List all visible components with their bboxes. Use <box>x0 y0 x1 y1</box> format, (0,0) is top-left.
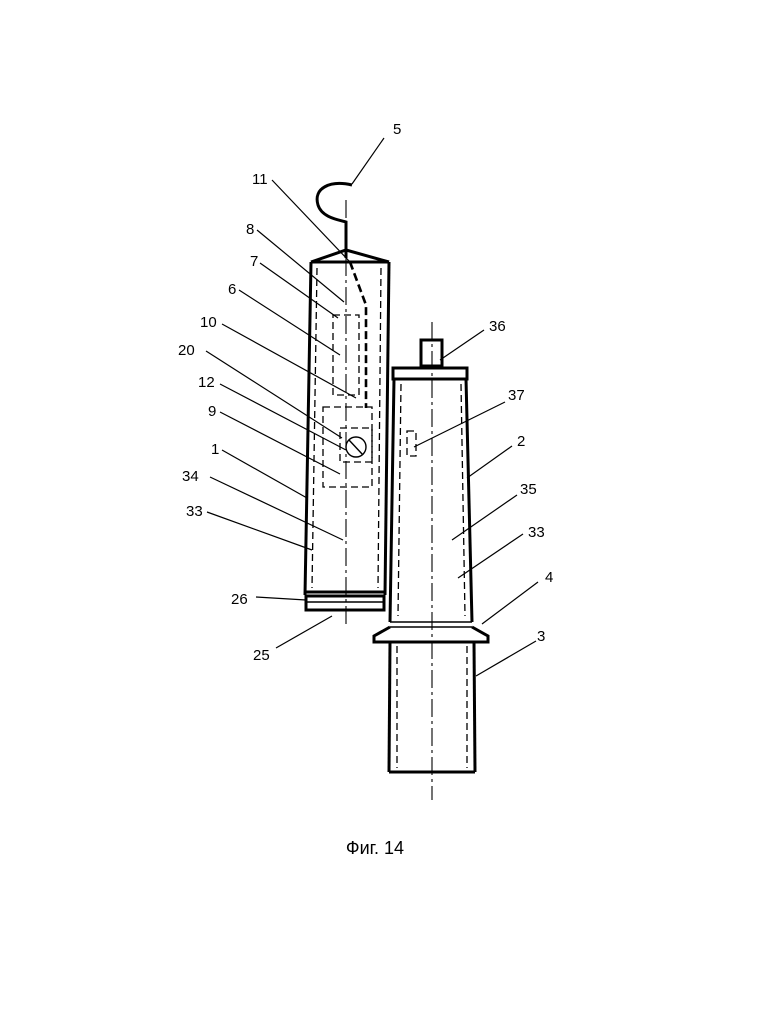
component-12-slash <box>349 440 363 455</box>
label-37: 37 <box>508 387 525 404</box>
figure-caption: Фиг. 14 <box>346 838 404 858</box>
hook <box>317 184 352 258</box>
right-upper-right-wall <box>466 379 472 622</box>
label-3: 3 <box>537 628 545 645</box>
label-20: 20 <box>178 342 195 359</box>
lower-tube-left <box>389 642 390 772</box>
left-body-right-wall <box>385 262 389 595</box>
top-cap-peak <box>311 250 389 262</box>
label-26: 26 <box>231 591 248 608</box>
label-25: 25 <box>253 647 270 664</box>
right-upper-left-wall <box>390 379 394 622</box>
label-1: 1 <box>211 441 219 458</box>
bottom-collar <box>306 596 384 610</box>
flange-4 <box>374 627 488 642</box>
lower-tube-right <box>474 642 475 772</box>
label-34: 34 <box>182 468 199 485</box>
right-inner-wall-right <box>461 384 465 616</box>
label-11: 11 <box>252 171 268 188</box>
label-6: 6 <box>228 281 236 298</box>
label-33-left: 33 <box>186 503 203 520</box>
label-4: 4 <box>545 569 553 586</box>
top-flange <box>393 368 467 379</box>
label-8: 8 <box>246 221 254 238</box>
label-36: 36 <box>489 318 506 335</box>
label-2: 2 <box>517 433 525 450</box>
left-device <box>305 184 389 628</box>
label-9: 9 <box>208 403 216 420</box>
component-9 <box>323 407 372 487</box>
left-inner-wall-right <box>378 268 381 588</box>
wire-11 <box>350 262 366 408</box>
label-33-right: 33 <box>528 524 545 541</box>
label-35: 35 <box>520 481 537 498</box>
label-12: 12 <box>198 374 215 391</box>
label-10: 10 <box>200 314 217 331</box>
label-7: 7 <box>250 253 258 270</box>
component-37 <box>407 431 416 456</box>
left-inner-wall-left <box>312 268 317 588</box>
label-5: 5 <box>393 121 401 138</box>
right-inner-wall-left <box>398 384 401 616</box>
right-device <box>374 322 488 800</box>
